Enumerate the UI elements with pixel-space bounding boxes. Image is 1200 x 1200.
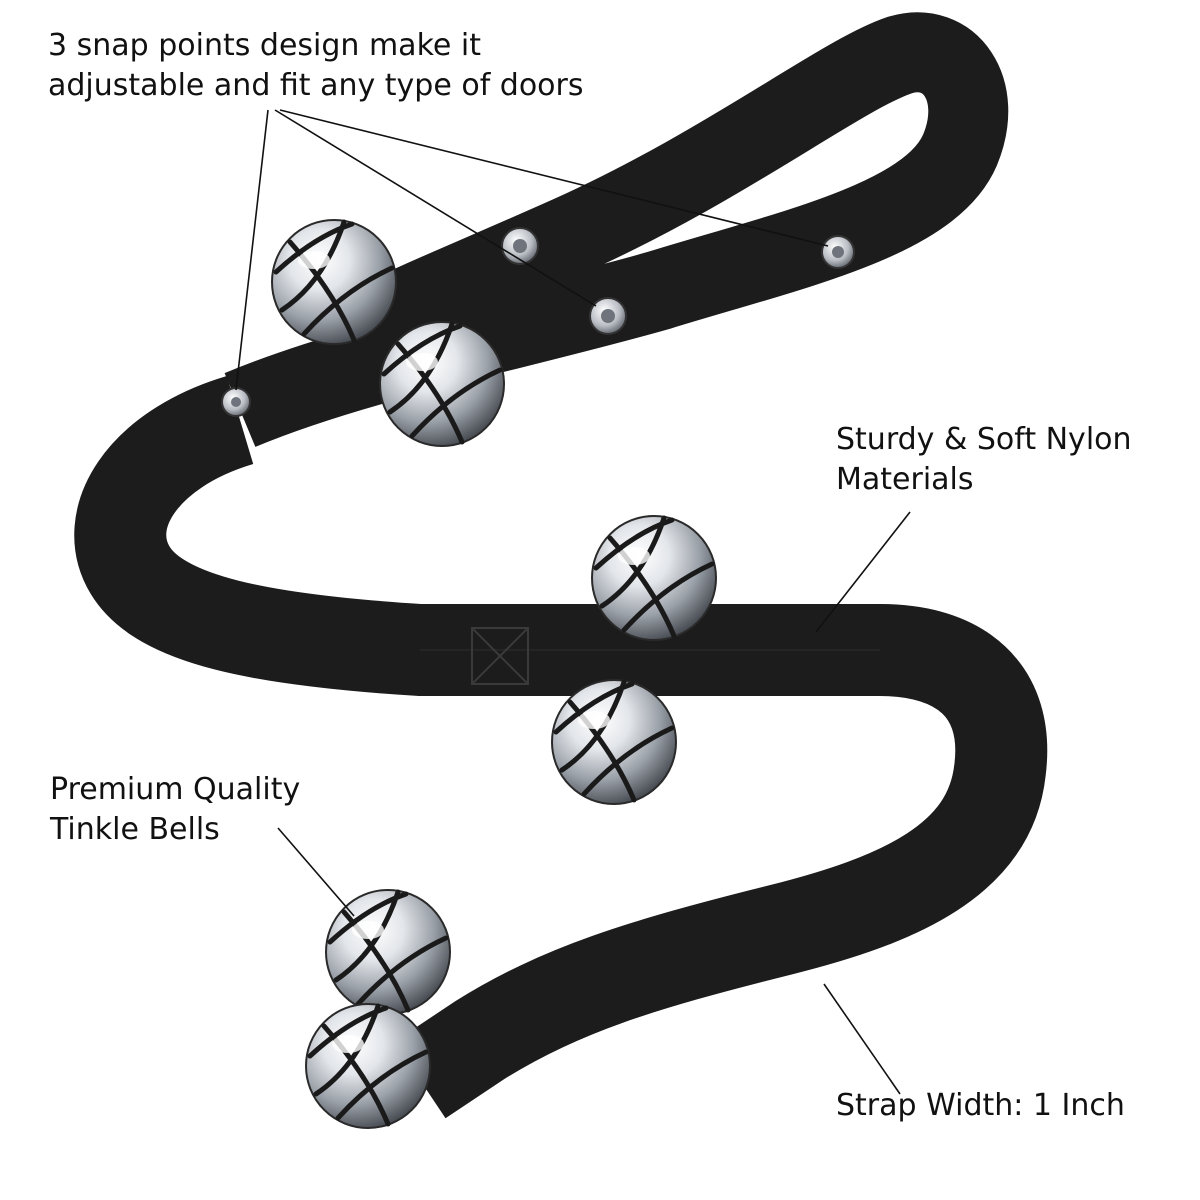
snap-button (821, 235, 855, 269)
leader-lines (235, 109, 911, 1095)
leader-line-snap-3 (279, 109, 829, 247)
leader-line-width (823, 983, 901, 1095)
jingle-bell (326, 890, 450, 1014)
snap-button (589, 297, 627, 335)
leader-line-snap-1 (235, 109, 269, 391)
callout-snap-points: 3 snap points design make it adjustable … (48, 28, 584, 103)
callout-nylon-materials: Sturdy & Soft Nylon Materials (836, 422, 1132, 497)
snap-button (221, 387, 251, 417)
leader-line-snap-2 (274, 109, 597, 307)
jingle-bell (272, 220, 396, 344)
callout-strap-width: Strap Width: 1 Inch (836, 1088, 1125, 1123)
leader-line-bells (277, 827, 355, 917)
callout-tinkle-bells: Premium Quality Tinkle Bells (50, 772, 301, 847)
nylon-strap (74, 375, 1048, 1119)
leader-line-nylon (815, 511, 911, 633)
jingle-bell (380, 322, 504, 446)
strap-upper (224, 12, 1009, 447)
stitch-box (471, 627, 529, 685)
jingle-bell (306, 1004, 430, 1128)
jingle-bell (592, 516, 716, 640)
snap-button (501, 227, 539, 265)
jingle-bell (552, 680, 676, 804)
